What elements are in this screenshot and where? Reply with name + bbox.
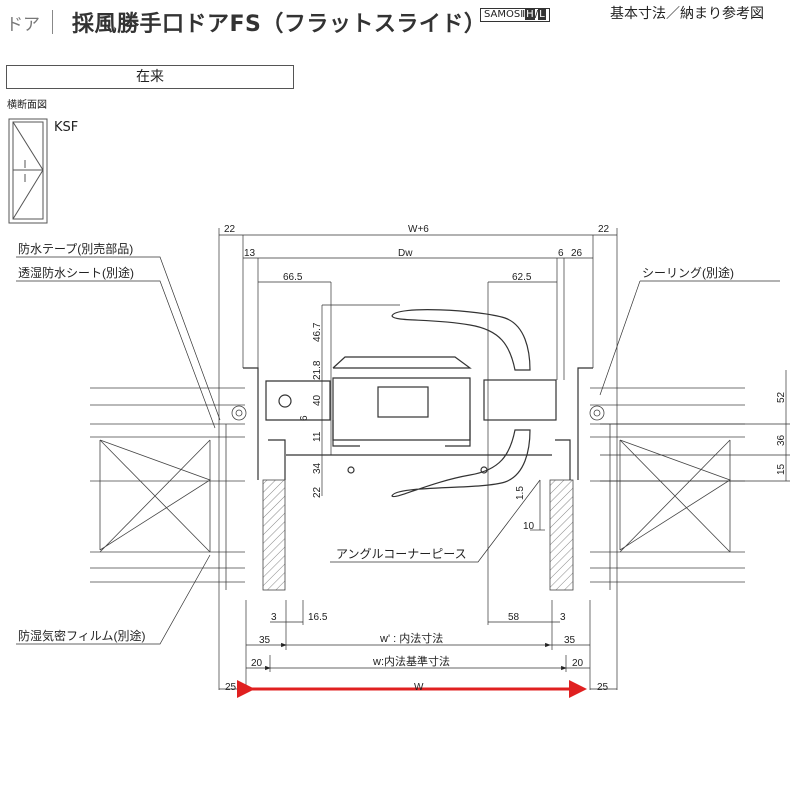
callout-sealing: シーリング(別途) — [642, 265, 734, 280]
dim-25-left: 25 — [225, 682, 237, 693]
dim-v-36: 36 — [776, 434, 787, 446]
series-h: H — [525, 9, 535, 20]
series-prefix: SAMOSⅡ — [484, 9, 526, 20]
dim-v-21-8: 21.8 — [312, 360, 323, 380]
dim-3-right: 3 — [560, 612, 566, 623]
dim-62-5: 62.5 — [512, 272, 532, 283]
dim-3-left: 3 — [271, 612, 277, 623]
dim-overall: W+6 — [408, 224, 429, 235]
callout-vapor-film: 防湿気密フィルム(別途) — [18, 628, 146, 643]
dim-25-right: 25 — [597, 682, 609, 693]
section-label: 横断面図 — [7, 100, 47, 111]
dim-66-5: 66.5 — [283, 272, 303, 283]
dim-35-right: 35 — [564, 635, 576, 646]
series-badge: SAMOSⅡH/L — [480, 8, 550, 22]
dim-v-34: 34 — [312, 462, 323, 474]
dimension-lines — [218, 228, 790, 690]
dim-13: 13 — [244, 248, 256, 259]
callout-waterproof-tape: 防水テープ(別売部品) — [18, 241, 133, 256]
dim-v-40: 40 — [312, 394, 323, 406]
dim-v-52: 52 — [776, 391, 787, 403]
dim-top-right: 22 — [598, 224, 610, 235]
ksf-door-icon — [8, 118, 48, 224]
dim-top-left: 22 — [224, 224, 236, 235]
dim-v-11: 11 — [312, 431, 323, 442]
dim-6: 6 — [558, 248, 564, 259]
reference-title: 基本寸法／納まり参考図 — [610, 6, 764, 22]
dim-20-left: 20 — [251, 658, 263, 669]
dim-w-label: W — [414, 682, 424, 693]
installation-type-box: 在来 — [6, 65, 294, 89]
dim-v-1-5: 1.5 — [515, 486, 526, 500]
dim-20-right: 20 — [572, 658, 584, 669]
callout-angle-corner-piece: アングルコーナーピース — [336, 547, 467, 561]
model-label: KSF — [54, 120, 79, 135]
category-label: ドア — [6, 15, 40, 35]
dim-16-5: 16.5 — [308, 612, 328, 623]
series-l: L — [538, 9, 546, 20]
dim-v-46-7: 46.7 — [312, 322, 323, 342]
dim-10: 10 — [523, 521, 535, 532]
dim-26: 26 — [571, 248, 583, 259]
leader-lines — [16, 256, 780, 645]
dim-dw: Dw — [398, 248, 413, 259]
door-frame-section — [243, 309, 593, 498]
dim-inner-std-label: w:内法基準寸法 — [372, 654, 450, 668]
dim-35-left: 35 — [259, 635, 271, 646]
dim-v-15: 15 — [776, 463, 787, 475]
dim-v-6: 6 — [299, 415, 310, 421]
dim-58: 58 — [508, 612, 520, 623]
page-title: 採風勝手口ドアFS（フラットスライド） — [72, 12, 487, 37]
series-sep: / — [534, 9, 539, 20]
title-divider — [52, 10, 53, 34]
dim-inner-label: w' : 内法寸法 — [379, 631, 443, 645]
dim-v-22: 22 — [312, 486, 323, 498]
callout-breathable-sheet: 透湿防水シート(別途) — [18, 265, 134, 280]
